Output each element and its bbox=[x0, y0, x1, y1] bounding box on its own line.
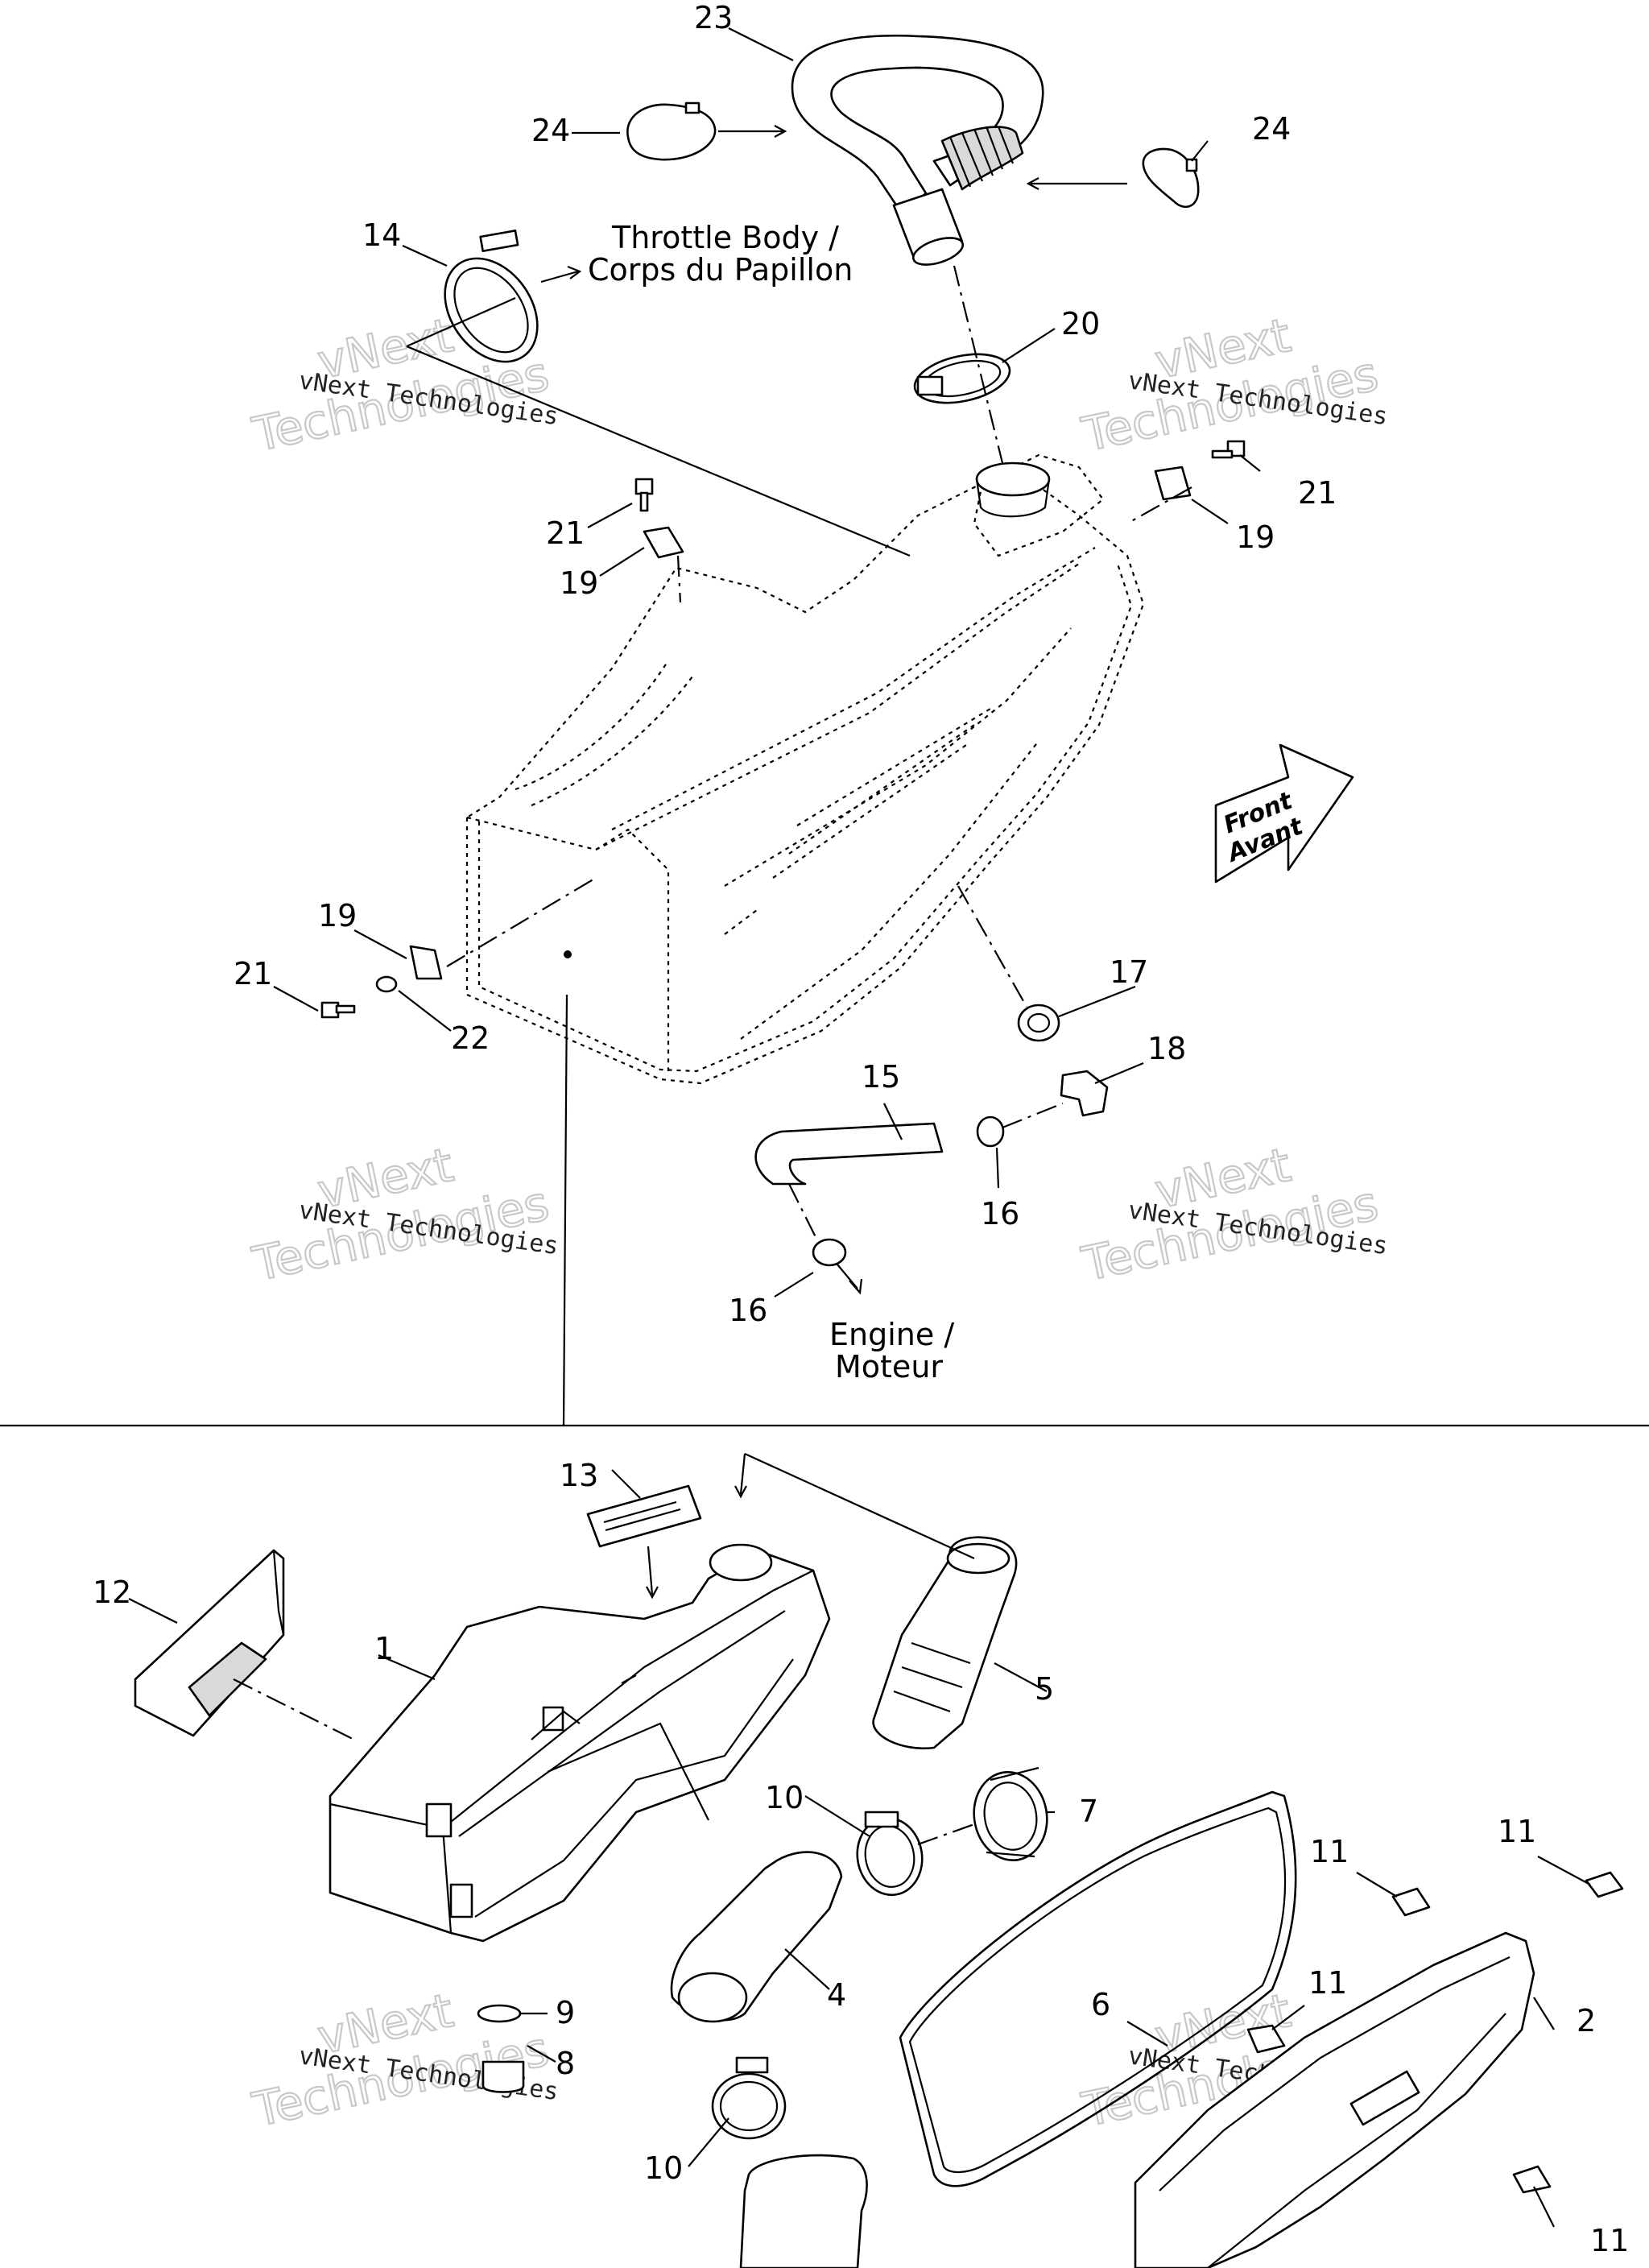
part-13-label-sticker bbox=[586, 1484, 702, 1548]
part-9-clamp-small bbox=[477, 2004, 522, 2023]
front-direction-arrow: Front Avant bbox=[1214, 743, 1354, 884]
part-20-clamp bbox=[913, 353, 1011, 404]
callout-19-upper-right: 19 bbox=[1236, 519, 1275, 555]
callout-2: 2 bbox=[1577, 2003, 1596, 2038]
part-21-bolt-upper-right bbox=[1211, 440, 1246, 459]
callout-11-bottom: 11 bbox=[1590, 2223, 1629, 2258]
callout-19-lower-left: 19 bbox=[318, 898, 357, 933]
watermark-bottom-left: vNext Technologies vNext Technologies bbox=[247, 1982, 560, 2138]
callout-21-upper-left: 21 bbox=[546, 515, 585, 551]
callout-24-right: 24 bbox=[1252, 111, 1291, 147]
callout-18: 18 bbox=[1147, 1031, 1186, 1066]
callout-21-upper-right: 21 bbox=[1298, 475, 1337, 511]
part-19-clip-lower-left bbox=[409, 945, 443, 980]
part-11-clip-2 bbox=[1585, 1871, 1624, 1898]
part-17-grommet bbox=[1017, 1004, 1060, 1042]
part-7-coupler bbox=[973, 1766, 1048, 1862]
callout-20: 20 bbox=[1061, 306, 1100, 341]
part-23-intake-duct bbox=[791, 35, 1044, 266]
top-leader-lines bbox=[406, 125, 1192, 1426]
callout-numbers: 23 24 24 14 20 21 19 21 19 19 21 22 17 1… bbox=[93, 0, 1629, 2258]
part-11-clip-4 bbox=[1512, 2165, 1552, 2194]
callout-leaders-bottom bbox=[128, 1452, 1591, 2228]
part-24-clamp-right bbox=[1142, 147, 1200, 209]
callout-17: 17 bbox=[1110, 954, 1148, 990]
part-18-elbow-fitting bbox=[1060, 1070, 1109, 1117]
part-1-airbox-body bbox=[329, 1543, 831, 1943]
callout-4: 4 bbox=[827, 1977, 846, 2013]
part-11-clip-1 bbox=[1391, 1887, 1431, 1917]
part-19-clip-upper-right bbox=[1154, 466, 1192, 501]
callout-7: 7 bbox=[1079, 1794, 1098, 1829]
part-2-airbox-cover bbox=[1134, 1931, 1535, 2268]
callout-10-upper: 10 bbox=[765, 1780, 804, 1815]
callout-23: 23 bbox=[694, 0, 733, 35]
callout-5: 5 bbox=[1035, 1671, 1054, 1707]
callout-10-lower: 10 bbox=[644, 2150, 683, 2186]
watermark-middle-right: vNext Technologies vNext Technologies bbox=[1077, 1136, 1390, 1293]
part-16-clamp-lower bbox=[812, 1238, 847, 1267]
part-16-clamp-upper bbox=[976, 1115, 1005, 1148]
callout-22: 22 bbox=[451, 1020, 490, 1056]
part-19-clip-upper-left bbox=[643, 526, 684, 559]
part-10-clamp-upper bbox=[856, 1811, 924, 1897]
callout-leaders-top bbox=[273, 27, 1261, 1297]
callout-19-upper-left: 19 bbox=[560, 565, 598, 601]
watermark-top-right: vNext Technologies vNext Technologies bbox=[1077, 307, 1390, 463]
part-24-clamp-left bbox=[626, 101, 717, 161]
callout-16-right: 16 bbox=[981, 1196, 1019, 1231]
part-10-clamp-lower bbox=[711, 2056, 787, 2140]
callout-12: 12 bbox=[93, 1575, 131, 1610]
callout-8: 8 bbox=[556, 2046, 575, 2081]
part-15-hose bbox=[754, 1122, 944, 1186]
watermark-middle-left: vNext Technologies vNext Technologies bbox=[247, 1136, 560, 1293]
part-21-bolt-upper-left bbox=[634, 478, 654, 512]
callout-21-lower-left: 21 bbox=[234, 956, 272, 991]
callout-11-left: 11 bbox=[1310, 1834, 1349, 1869]
callout-9: 9 bbox=[556, 1995, 575, 2030]
airbox-upper-assembly bbox=[465, 453, 1145, 1085]
callout-11-right: 11 bbox=[1498, 1814, 1536, 1849]
callout-1: 1 bbox=[374, 1631, 394, 1666]
callout-11-center: 11 bbox=[1308, 1965, 1347, 2001]
part-11-clip-3 bbox=[1246, 2024, 1286, 2054]
engine-label: Engine / bbox=[829, 1317, 954, 1352]
part-5-intake-tube bbox=[872, 1536, 1018, 1750]
throttle-body-label: Throttle Body / bbox=[611, 220, 839, 255]
callout-16-lower: 16 bbox=[729, 1293, 767, 1328]
callout-6: 6 bbox=[1091, 1987, 1110, 2022]
part-22-washer bbox=[375, 975, 398, 993]
callout-14: 14 bbox=[362, 217, 401, 253]
throttle-body-note: Throttle Body / Corps du Papillon bbox=[588, 220, 853, 288]
part-14-clamp bbox=[444, 230, 539, 363]
engine-note: Engine / Moteur bbox=[829, 1317, 954, 1384]
airbox-filter-bottom bbox=[739, 2154, 868, 2268]
callout-24-left: 24 bbox=[531, 113, 570, 148]
part-21-bolt-lower-left bbox=[320, 1001, 356, 1019]
corps-du-papillon-label: Corps du Papillon bbox=[588, 252, 853, 288]
callout-13: 13 bbox=[560, 1458, 598, 1493]
part-12-heat-shield bbox=[134, 1549, 285, 1737]
moteur-label: Moteur bbox=[835, 1349, 943, 1384]
callout-15: 15 bbox=[862, 1059, 900, 1095]
part-8-drain-valve bbox=[481, 2060, 525, 2093]
part-6-gasket bbox=[899, 1790, 1297, 2187]
part-4-bent-tube bbox=[670, 1851, 843, 2023]
